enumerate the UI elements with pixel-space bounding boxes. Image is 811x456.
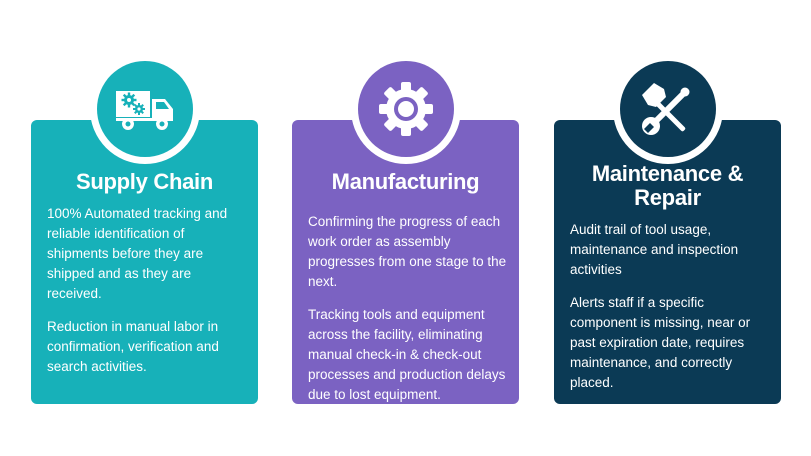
manufacturing-badge bbox=[350, 54, 461, 164]
maintenance-paragraph-1: Audit trail of tool usage, maintenance a… bbox=[570, 222, 739, 277]
maintenance-repair-description: Audit trail of tool usage, maintenance a… bbox=[570, 220, 769, 406]
maintenance-repair-card: Maintenance & Repair Audit trail of tool… bbox=[554, 54, 781, 406]
manufacturing-paragraph-2: Tracking tools and equipment across the … bbox=[308, 307, 506, 402]
supply-chain-paragraph-1: 100% Automated tracking and reliable ide… bbox=[47, 206, 228, 301]
manufacturing-title: Manufacturing bbox=[331, 169, 480, 194]
maintenance-repair-title: Maintenance & Repair bbox=[554, 162, 781, 210]
manufacturing-paragraph-1: Confirming the progress of each work ord… bbox=[308, 214, 507, 289]
maintenance-paragraph-2: Alerts staff if a specific component is … bbox=[570, 295, 751, 390]
maintenance-title-line-1: Maintenance & bbox=[591, 161, 744, 186]
gear-icon bbox=[378, 82, 433, 136]
supply-chain-paragraph-2: Reduction in manual labor in confirmatio… bbox=[47, 319, 219, 374]
manufacturing-description: Confirming the progress of each work ord… bbox=[308, 212, 507, 418]
supply-chain-card: Supply Chain 100% Automated tracking and… bbox=[31, 54, 258, 404]
supply-chain-badge bbox=[89, 54, 200, 164]
maintenance-badge bbox=[612, 54, 723, 164]
hammer-wrench-icon bbox=[641, 83, 689, 135]
truck-gears-icon bbox=[115, 91, 173, 130]
supply-chain-title: Supply Chain bbox=[76, 169, 213, 194]
maintenance-title-line-2: Repair bbox=[634, 185, 701, 210]
manufacturing-card: Manufacturing Confirming the progress of… bbox=[292, 54, 519, 404]
supply-chain-description: 100% Automated tracking and reliable ide… bbox=[47, 204, 246, 390]
